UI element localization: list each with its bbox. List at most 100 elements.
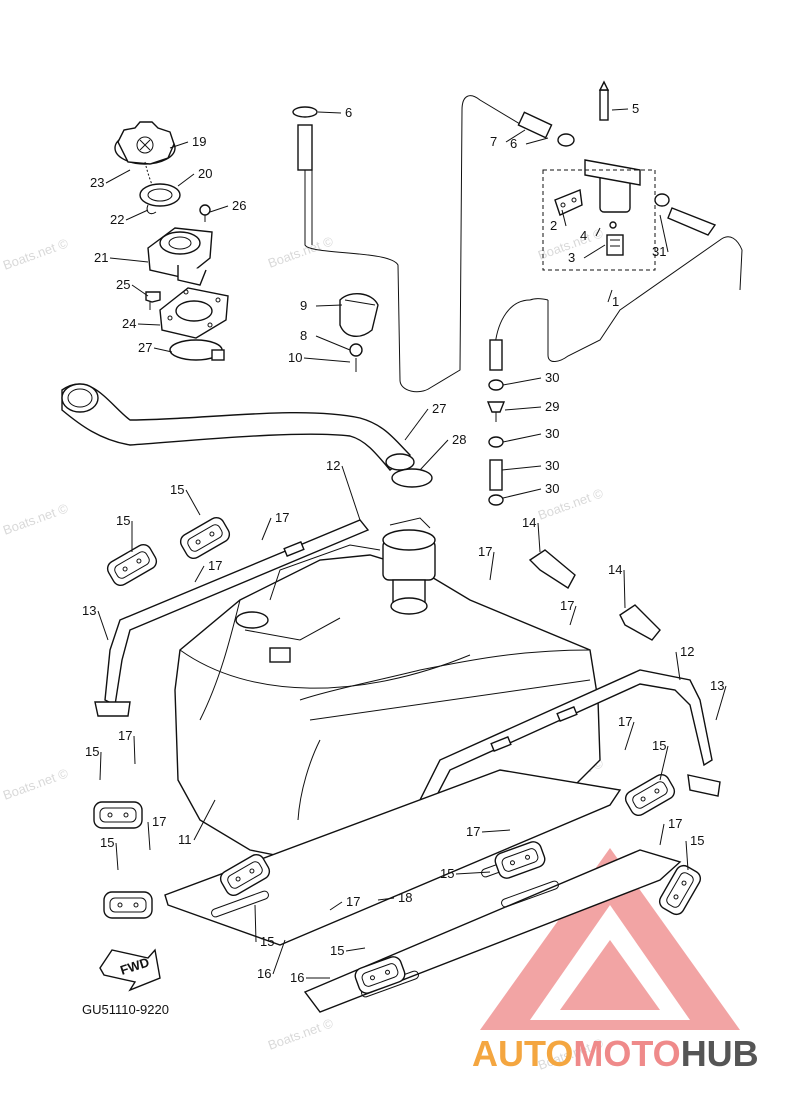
callout-leader [525,137,549,145]
brand-logo-triangle [480,848,740,1030]
callout-label: 17 [118,728,132,743]
callout-label: 4 [580,228,587,243]
callout-label: 6 [345,105,352,120]
rubber-pad [494,841,546,879]
brand-part1: AUTO [472,1033,573,1074]
callout-label: 17 [275,510,289,525]
callout-label: 29 [545,399,559,414]
callout-leader [345,947,366,952]
callout-label: 18 [398,890,412,905]
callout-label: 30 [545,458,559,473]
callout-label: 15 [100,835,114,850]
callout-leader [455,871,491,875]
watermark-text: Boats.net © [1,235,71,273]
callout-label: 14 [608,562,622,577]
callout-leader [315,304,343,307]
callout-label: 26 [232,198,246,213]
callout-leader [607,289,613,303]
callout-label: 15 [690,833,704,848]
callout-label: 5 [632,101,639,116]
rubber-pad [624,773,676,817]
callout-label: 11 [178,832,192,847]
callout-label: 24 [122,316,136,331]
callout-label: 15 [260,934,274,949]
callout-label: 27 [138,340,152,355]
callout-leader [685,840,689,871]
callout-label: 17 [478,544,492,559]
brand-part2: MOTO [573,1033,680,1074]
callout-leader [377,897,395,901]
rubber-pad [103,891,153,919]
callout-label: 17 [208,558,222,573]
callout-leader [659,214,669,253]
callout-label: 30 [545,481,559,496]
part-code: GU51110-9220 [82,1002,169,1017]
rubber-pads [93,516,702,994]
callout-leader [209,205,229,213]
callout-label: 8 [300,328,307,343]
callout-leader [502,488,542,499]
callout-leader [583,244,606,259]
callout-label: 1 [612,294,619,309]
callout-labels: 1234566789101112121313141415151515151515… [82,101,727,985]
callout-leader [624,721,635,751]
callout-leader [317,111,342,114]
callout-leader [659,823,665,846]
callout-leader [169,141,189,149]
callout-leader [193,799,216,841]
callout-label: 17 [466,824,480,839]
callout-leader [489,551,495,581]
callout-label: 30 [545,370,559,385]
rubber-pad [658,864,702,916]
callout-leader [561,209,567,227]
callout-leader [303,357,351,363]
callout-leader [133,735,136,765]
callout-leader [715,685,727,721]
callout-label: 6 [510,136,517,151]
callout-label: 15 [330,943,344,958]
callout-label: 15 [440,866,454,881]
callout-label: 19 [192,134,206,149]
rubber-pad [354,956,406,994]
callout-label: 22 [110,212,124,227]
callout-label: 16 [257,966,271,981]
callout-leader [502,377,542,386]
callout-label: 10 [288,350,302,365]
brand-part3: HUB [681,1033,759,1074]
callout-leader [131,284,149,297]
callout-label: 13 [82,603,96,618]
callout-label: 9 [300,298,307,313]
callout-leader [611,108,629,111]
callout-label: 17 [560,598,574,613]
callout-label: 21 [94,250,108,265]
callout-leader [272,939,286,975]
callout-leader [659,745,669,781]
breather-lines [292,80,743,506]
callout-leader [105,169,131,184]
callout-leader [315,335,351,351]
callout-leader [254,904,257,943]
callout-label: 12 [680,644,694,659]
callout-leader [261,517,272,541]
callout-label: 13 [710,678,724,693]
rubber-pad [219,853,271,897]
brackets [528,549,661,641]
callout-leader [419,439,449,471]
callout-label: 31 [652,244,666,259]
watermark-text: Boats.net © [1,765,71,803]
fuel-cap-assembly [114,121,229,361]
callout-label: 20 [198,166,212,181]
callout-label: 25 [116,277,130,292]
callout-leader [481,829,511,833]
callout-label: 17 [618,714,632,729]
rubber-pad [179,516,231,560]
callout-leader [99,751,102,781]
filler-hose [61,383,433,488]
watermark-text: Boats.net © [266,1015,336,1053]
callout-leader [504,406,542,411]
callout-label: 17 [152,814,166,829]
rubber-pad [93,801,143,829]
callout-label: 17 [668,816,682,831]
